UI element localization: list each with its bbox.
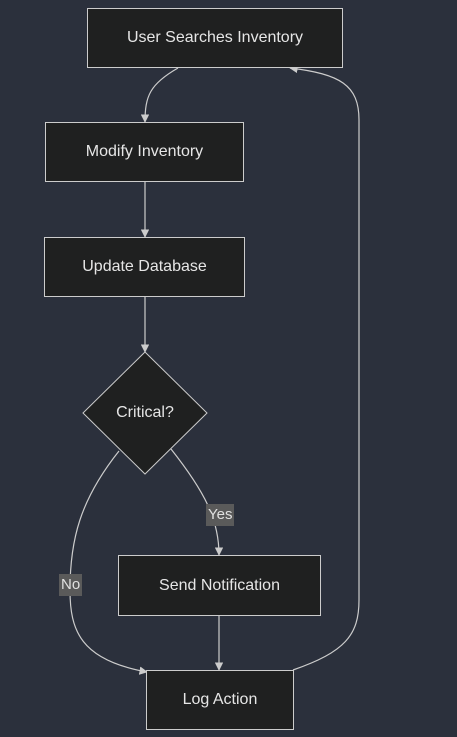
node-send-notification: Send Notification <box>118 555 321 616</box>
edge-label-no: No <box>59 574 83 596</box>
node-update-database: Update Database <box>44 237 245 297</box>
node-send-notification-label: Send Notification <box>159 576 280 594</box>
critical-decision-shape <box>82 351 208 475</box>
node-modify-inventory: Modify Inventory <box>45 122 244 182</box>
node-log-action-label: Log Action <box>182 691 258 708</box>
node-user-searches-inventory-label: User Searches Inventory <box>126 29 304 46</box>
node-critical-text: Critical? <box>116 404 174 421</box>
node-user-searches-inventory: User Searches Inventory <box>87 8 343 68</box>
edge-label-yes: Yes <box>206 504 235 526</box>
edge-log-to-search <box>289 64 360 671</box>
node-modify-inventory-label: Modify Inventory <box>85 143 204 160</box>
node-log-action: Log Action <box>146 670 294 730</box>
edge-search-to-modify <box>140 67 179 123</box>
edge-critical-to-notify <box>170 448 224 556</box>
edge-label-no-text: No <box>61 576 81 593</box>
edge-label-yes-text: Yes <box>208 506 233 523</box>
node-update-database-label: Update Database <box>82 258 207 275</box>
node-critical-label: Critical? <box>95 400 195 426</box>
